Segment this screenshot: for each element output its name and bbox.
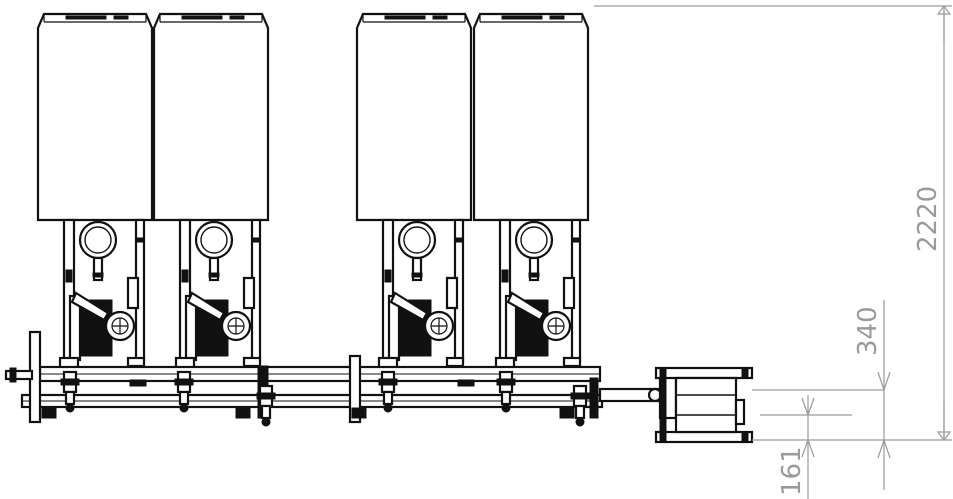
dimension-overall-height: 2220 [594, 5, 952, 441]
upper-manifold [38, 365, 602, 383]
dimension-inlet-height: 161 [760, 395, 852, 499]
pump-unit-1 [36, 12, 154, 378]
pump-unit-2 [152, 12, 270, 378]
dimension-label-inlet: 161 [777, 446, 807, 496]
pump-unit-3 [355, 12, 473, 378]
outlet-flange-tank [654, 366, 754, 444]
lower-manifold [20, 393, 604, 409]
inlet-stub [4, 367, 34, 383]
pump-unit-4 [472, 12, 590, 378]
dimension-label-overall: 2220 [913, 186, 943, 252]
dimension-label-manifold: 340 [853, 306, 883, 356]
dimension-manifold-height: 340 [752, 300, 891, 490]
